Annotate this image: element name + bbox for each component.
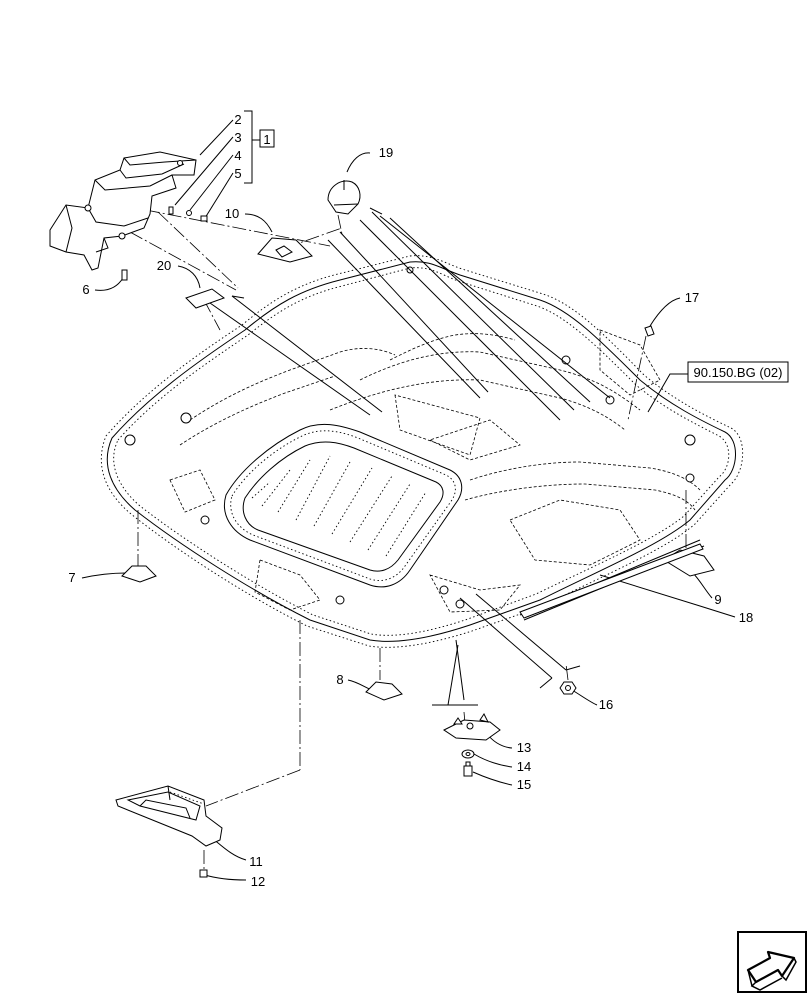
part-14-washer — [461, 749, 475, 759]
part-18-strip — [519, 543, 704, 619]
part-10-pad — [257, 237, 313, 263]
part-8-pad — [365, 681, 403, 701]
centerlines — [129, 209, 687, 870]
part-2-5-bracket-assembly — [49, 151, 208, 271]
part-6-screw — [121, 269, 128, 281]
callout-7: 7 — [68, 570, 75, 585]
callout-5: 5 — [234, 166, 241, 181]
next-page-arrow-icon[interactable] — [737, 931, 807, 993]
part-16-nut — [559, 681, 577, 695]
callout-2: 2 — [234, 112, 241, 127]
part-20-pad — [185, 288, 226, 309]
part-7-pad — [121, 565, 157, 583]
callout-19: 19 — [379, 145, 393, 160]
callout-8: 8 — [336, 672, 343, 687]
part-11-tray — [115, 785, 223, 847]
callout-3: 3 — [234, 130, 241, 145]
callout-20: 20 — [157, 258, 171, 273]
callout-15: 15 — [517, 777, 531, 792]
callout-17: 17 — [685, 290, 699, 305]
part-17-clip — [644, 325, 655, 337]
reference-box-label: 90.150.BG (02) — [694, 365, 783, 380]
callout-16: 16 — [599, 697, 613, 712]
callout-10: 10 — [225, 206, 239, 221]
callout-13: 13 — [517, 740, 531, 755]
callout-14: 14 — [517, 759, 531, 774]
callout-labels: 1 2 3 4 5 6 7 8 9 10 11 12 13 14 15 16 1… — [68, 112, 753, 889]
part-19-bumper — [327, 180, 361, 215]
callout-11: 11 — [249, 854, 263, 869]
callout-18: 18 — [739, 610, 753, 625]
part-15-bolt — [463, 761, 473, 777]
callout-9: 9 — [714, 592, 721, 607]
callout-1: 1 — [263, 132, 270, 147]
callout-4: 4 — [234, 148, 241, 163]
part-13-plate — [443, 713, 501, 741]
reference-box[interactable]: 90.150.BG (02) — [687, 361, 789, 383]
roof-panel — [100, 255, 744, 648]
callout-12: 12 — [251, 874, 265, 889]
part-12-screw — [199, 869, 208, 878]
callout-6: 6 — [82, 282, 89, 297]
